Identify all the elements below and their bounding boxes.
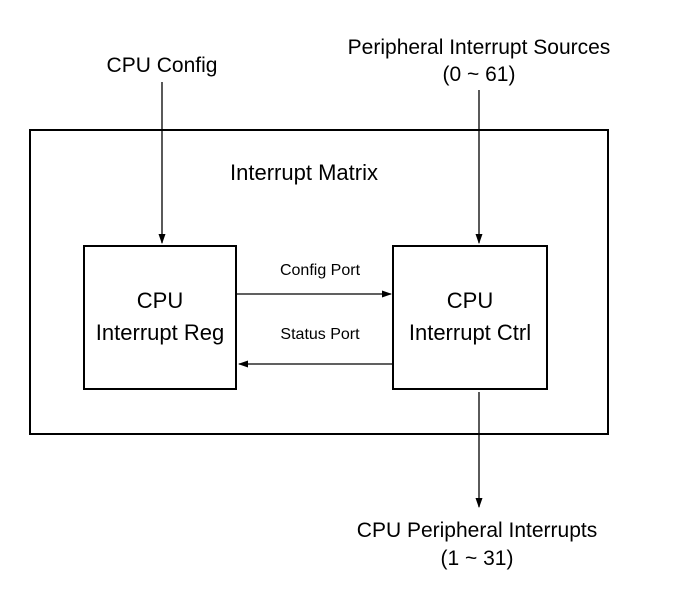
cpu-interrupt-ctrl-block (392, 245, 548, 390)
cpu-interrupt-reg-label-line1: CPU (137, 288, 183, 313)
status-port-label: Status Port (280, 326, 360, 343)
interrupt-matrix-title: Interrupt Matrix (230, 160, 378, 185)
peripheral-sources-label-line1: Peripheral Interrupt Sources (348, 36, 611, 59)
cpu-config-label: CPU Config (107, 54, 218, 77)
peripheral-interrupts-label-line1: CPU Peripheral Interrupts (357, 519, 597, 542)
cpu-interrupt-ctrl-label-line2: Interrupt Ctrl (409, 320, 531, 345)
cpu-interrupt-reg-label-line2: Interrupt Reg (96, 320, 224, 345)
peripheral-interrupts-label-line2: (1 ~ 31) (441, 547, 514, 570)
cpu-interrupt-reg-block (83, 245, 237, 390)
peripheral-sources-label-line2: (0 ~ 61) (443, 63, 516, 86)
cpu-interrupt-ctrl-label-line1: CPU (447, 288, 493, 313)
config-port-label: Config Port (280, 262, 361, 279)
